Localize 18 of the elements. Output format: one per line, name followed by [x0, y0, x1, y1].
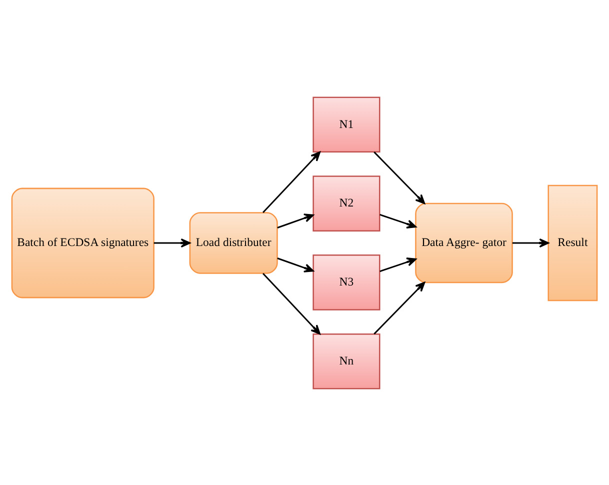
node-box: Result	[548, 184, 598, 301]
arrow	[374, 151, 426, 204]
arrow	[380, 257, 416, 272]
arrow	[512, 238, 549, 248]
arrow	[262, 150, 320, 213]
node-box: N3	[312, 254, 380, 310]
node-box: N1	[312, 96, 380, 152]
arrow	[374, 281, 426, 334]
arrow	[154, 238, 190, 248]
node-box: Nn	[312, 332, 380, 389]
arrow	[262, 272, 320, 334]
node-box: Load distributer	[189, 212, 278, 274]
arrow	[380, 213, 416, 228]
node-box: N2	[312, 175, 380, 231]
node-box: Data Aggre- gator	[415, 202, 513, 283]
arrow	[277, 213, 314, 228]
node-box: Batch of ECDSA signatures	[11, 187, 154, 298]
arrow	[277, 257, 314, 272]
